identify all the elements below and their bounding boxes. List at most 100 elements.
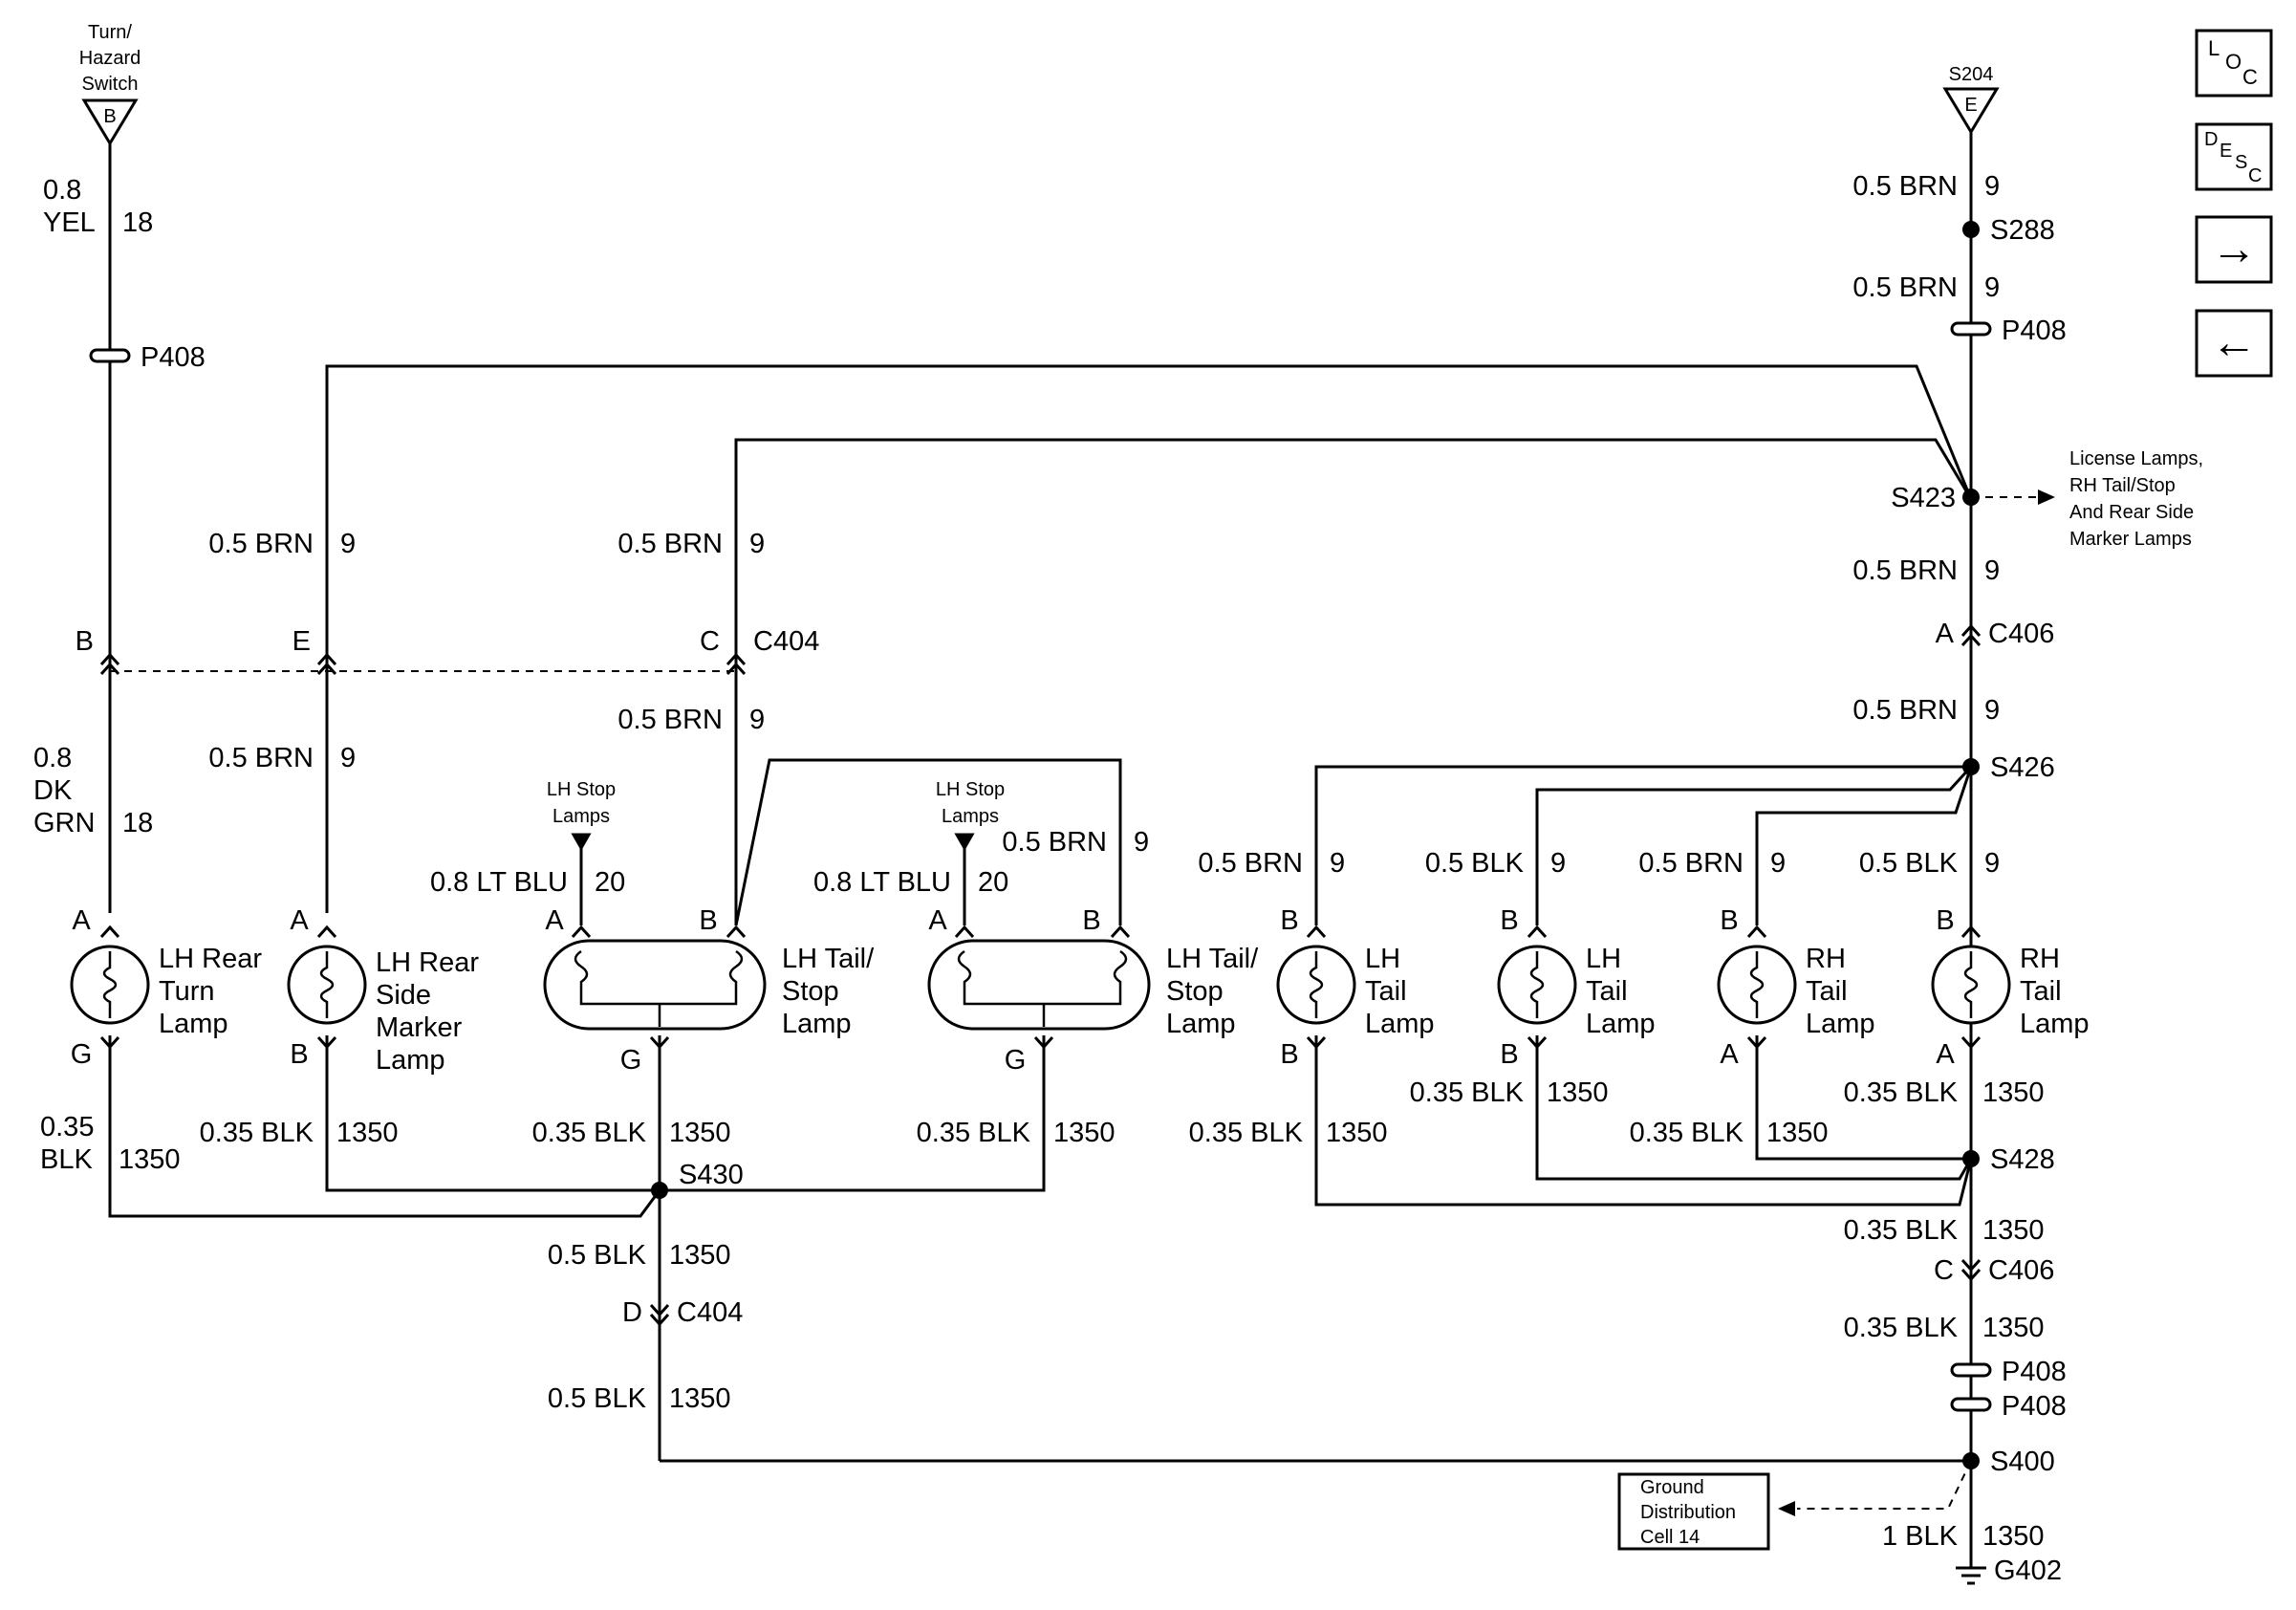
stop-wire-1: 0.8 LT BLU: [430, 867, 568, 898]
loc-c: C: [2242, 65, 2258, 89]
c404-c-pin: C: [700, 626, 720, 657]
lh-marker-name-3: Marker: [376, 1012, 463, 1043]
p408-right-label: P408: [2002, 315, 2067, 346]
blk-label: 0.5 BLK: [1425, 848, 1525, 879]
pass-throughs: [89, 321, 1992, 1412]
lh-rear-turn-name-2: Turn: [159, 976, 215, 1007]
pin-g: G: [1005, 1045, 1027, 1076]
lh-tail-stop-1-name-2: Stop: [782, 976, 839, 1007]
lh-tail-stop-2-name-2: Stop: [1166, 976, 1224, 1007]
pin-chevron: [316, 1035, 337, 1050]
turn-wire-circuit-top: 18: [122, 207, 153, 238]
rh-tail-1-name-1: RH: [1806, 944, 1846, 974]
lamps: [70, 939, 2011, 1031]
pin-chevron: [1033, 1035, 1054, 1050]
g402-label: G402: [1994, 1556, 2062, 1586]
brn-circuit: 9: [749, 529, 765, 559]
brn-label: 0.5 BRN: [1638, 848, 1744, 879]
pin-a: A: [1936, 1039, 1955, 1070]
p408-left: [89, 348, 131, 363]
next-button[interactable]: →: [2195, 215, 2273, 284]
license-note-1: License Lamps,: [2069, 448, 2203, 469]
stop-feed-triangle: [571, 833, 592, 852]
pin-chevron: [1306, 925, 1327, 939]
prev-button[interactable]: ←: [2195, 309, 2273, 378]
pin-chevron: [316, 925, 337, 939]
c404-b-chevron: [99, 652, 120, 676]
s204-label: S204: [1949, 64, 1994, 85]
blk-label: 0.5 BLK: [548, 1383, 647, 1414]
ground-dist-1: Ground: [1640, 1477, 1704, 1498]
blk-label: 0.35 BLK: [1630, 1118, 1744, 1148]
blk-1-label: 1 BLK: [1882, 1521, 1959, 1552]
pin-b: B: [1082, 905, 1100, 936]
license-arrow-head: [2038, 490, 2055, 505]
blk-label: 0.35 BLK: [1410, 1077, 1525, 1108]
lh-stop-lamps-1b: Lamps: [552, 806, 610, 827]
rh-tail-2-name-3: Lamp: [2020, 1009, 2090, 1039]
wire-gnd-turn: [108, 1035, 661, 1218]
lh-tail-stop-2-name-1: LH Tail/: [1166, 944, 1259, 974]
stop-feed-triangle: [954, 833, 975, 852]
pin-b: B: [699, 905, 717, 936]
desc-d: D: [2204, 129, 2218, 150]
pin-a: A: [72, 905, 91, 936]
lh-tail-stop-2-name-3: Lamp: [1166, 1009, 1236, 1039]
pin-b: B: [1720, 905, 1738, 936]
connector-marks: [81, 87, 2000, 1327]
pin-a: A: [928, 905, 947, 936]
lh-tail-1-name-1: LH: [1365, 944, 1400, 974]
splices: [651, 221, 1980, 1469]
blk-gauge: 0.35: [40, 1112, 94, 1142]
p408-bot2: [1950, 1397, 1992, 1412]
brn-label: 0.5 BRN: [1852, 272, 1958, 303]
c406-a-pin: A: [1936, 619, 1955, 649]
rh-tail-lamp-2: [1931, 945, 2011, 1025]
brn-label: 0.5 BRN: [1002, 827, 1107, 858]
loc-button[interactable]: L O C: [2195, 29, 2273, 98]
lh-tail-stop-lamp-2: [927, 939, 1151, 1031]
wire-gnd-lhstop2: [660, 1035, 1046, 1192]
turn-switch-connector: [81, 98, 139, 146]
ground-circuit: 1350: [1982, 1313, 2045, 1343]
desc-button[interactable]: D E S C: [2195, 122, 2273, 191]
p408-bot2-label: P408: [2002, 1391, 2067, 1422]
wire-s426-b2: [1535, 765, 1973, 925]
pin-a: A: [545, 905, 564, 936]
brn-label: 0.5 BRN: [617, 705, 723, 735]
turn-switch-label-3: Switch: [82, 74, 139, 95]
pin-a: A: [290, 905, 309, 936]
turn-wire-color-top: YEL: [43, 207, 96, 238]
ground-circuit: 1350: [1053, 1118, 1116, 1148]
brn-label: 0.5 BRN: [1198, 848, 1303, 879]
lh-stop-lamps-2a: LH Stop: [936, 779, 1005, 800]
brn-circuit: 9: [340, 743, 356, 773]
rh-tail-lamp-1: [1717, 945, 1797, 1025]
s204-pin: E: [1964, 95, 1977, 116]
wire-gnd-marker: [325, 1035, 660, 1192]
c404-e-chevron: [316, 652, 337, 676]
lh-tail-1-name-2: Tail: [1365, 976, 1407, 1007]
p408-bot1-label: P408: [2002, 1357, 2067, 1387]
brn-circuit: 9: [1984, 695, 2000, 726]
lh-tail-2-name-1: LH: [1586, 944, 1621, 974]
ground-circuit: 1350: [669, 1118, 731, 1148]
stop-circuit-1: 20: [595, 867, 625, 898]
c404-b-pin: B: [76, 626, 94, 657]
s288-label: S288: [1990, 215, 2055, 246]
ground-symbol: [1956, 1566, 1986, 1585]
lh-tail-2-name-3: Lamp: [1586, 1009, 1656, 1039]
pin-chevron: [1960, 925, 1982, 939]
pin-chevron: [1527, 1035, 1548, 1050]
wires: [108, 122, 2055, 1568]
license-note-4: Marker Lamps: [2069, 529, 2192, 550]
pin-chevron: [1110, 925, 1131, 939]
rh-tail-2-name-2: Tail: [2020, 976, 2062, 1007]
ground-circuit: 1350: [1547, 1077, 1609, 1108]
s428-label: S428: [1990, 1144, 2055, 1175]
brn-label: 0.5 BRN: [1852, 171, 1958, 202]
ground-circuit: 1350: [336, 1118, 399, 1148]
s428-dot: [1962, 1150, 1980, 1167]
ground-circuit: 1350: [1982, 1077, 2045, 1108]
ground-circuit: 1350: [669, 1383, 731, 1414]
